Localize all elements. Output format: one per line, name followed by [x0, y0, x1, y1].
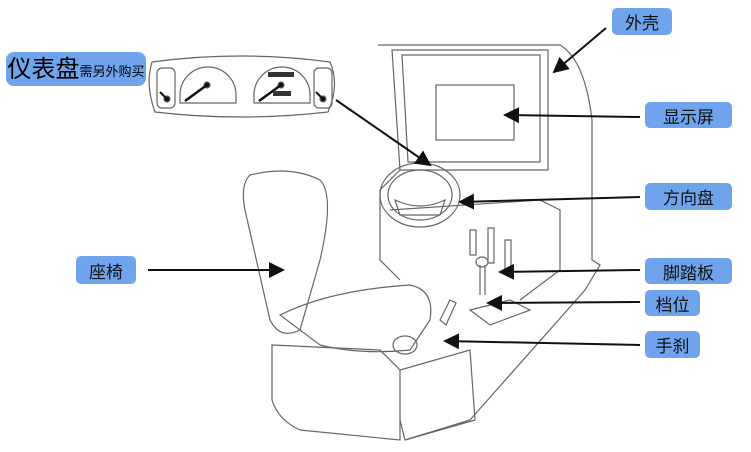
dashboard-illustration	[148, 55, 336, 118]
label-pedals: 脚踏板	[645, 258, 732, 284]
seat-illustration	[242, 170, 476, 441]
arrow-dashboard	[335, 99, 432, 167]
label-gear: 档位	[645, 290, 700, 316]
label-dashboard: 仪表盘需另外购买	[6, 52, 146, 86]
label-shell: 外壳	[612, 8, 672, 35]
steering-wheel-illustration	[379, 162, 461, 228]
label-handbrake: 手刹	[645, 331, 700, 358]
arrow-steering	[458, 193, 641, 210]
cabinet-illustration	[378, 44, 601, 441]
label-screen: 显示屏	[645, 102, 732, 128]
label-steering-wheel: 方向盘	[645, 183, 732, 210]
label-dashboard-title: 仪表盘	[7, 55, 80, 83]
label-seat: 座椅	[76, 256, 136, 284]
arrow-handbrake	[443, 333, 641, 350]
label-dashboard-note: 需另外购买	[79, 65, 145, 80]
arrow-shell	[552, 27, 607, 74]
arrow-screen	[503, 107, 641, 124]
arrow-gear	[486, 294, 641, 311]
arrow-pedals	[498, 263, 641, 280]
